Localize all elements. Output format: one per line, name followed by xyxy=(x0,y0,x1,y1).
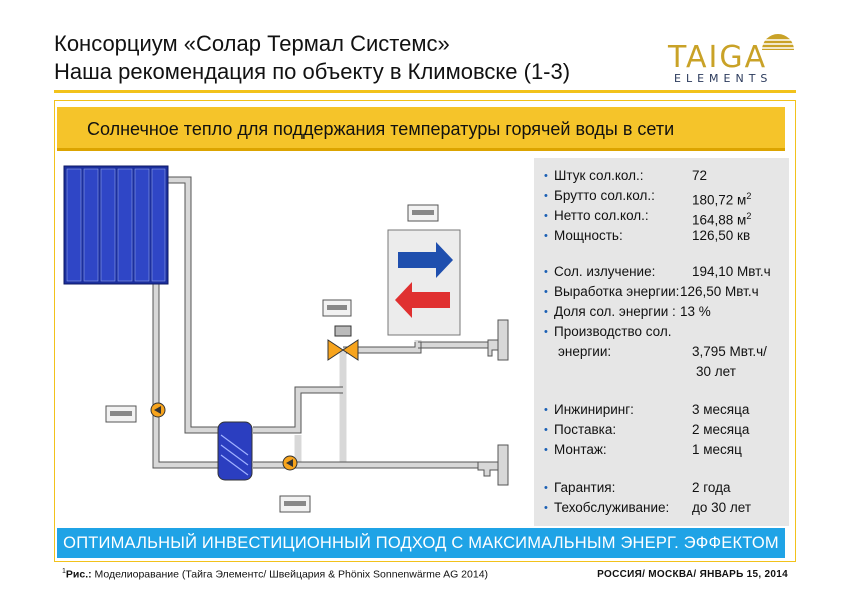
spec-label: Производство сол. xyxy=(554,324,672,339)
caption-text: Моделиоравание (Тайга Элементс/ Швейцари… xyxy=(91,568,489,581)
spec-row: • Брутто сол.кол.: 180,72 м2 xyxy=(544,186,785,208)
taps xyxy=(477,319,509,486)
spec-row: • Выработка энергии: 126,50 Мвт.ч xyxy=(544,282,785,302)
system-diagram xyxy=(63,165,509,513)
bullet-icon: • xyxy=(544,444,548,456)
logo-name: TAIGA xyxy=(668,40,768,75)
spec-row: • Гарантия: 2 года xyxy=(544,478,785,498)
spec-value: 3,795 Мвт.ч/ xyxy=(692,344,767,359)
dateline: РОССИЯ/ МОСКВА/ ЯНВАРЬ 15, 2014 xyxy=(597,569,788,580)
bullet-icon: • xyxy=(544,482,548,494)
bullet-icon: • xyxy=(544,306,548,318)
spec-row: • Доля сол. энергии : 13 % xyxy=(544,302,785,322)
spec-value-text: 164,88 м xyxy=(692,212,747,228)
caption-figure-label: Рис.: xyxy=(65,568,92,581)
spec-value: 13 % xyxy=(680,304,711,319)
spec-row: • Техобслуживание: до 30 лет xyxy=(544,498,785,518)
spec-label: Поставка: xyxy=(554,422,617,437)
bullet-icon: • xyxy=(544,404,548,416)
bullet-icon: • xyxy=(544,424,548,436)
spec-value: 3 месяца xyxy=(692,402,750,417)
bullet-icon: • xyxy=(544,210,548,222)
content-frame xyxy=(54,100,796,562)
taiga-logo: TAIGA ELEMENTS xyxy=(668,20,798,90)
unit-superscript: 2 xyxy=(746,211,752,221)
spec-value: 180,72 м2 xyxy=(692,186,751,211)
sun-icon xyxy=(762,34,794,50)
controller-displays xyxy=(110,210,434,506)
spec-row: • Нетто сол.кол.: 164,88 м2 xyxy=(544,206,785,228)
pump-bottom xyxy=(282,455,298,471)
unit-superscript: 2 xyxy=(746,191,752,201)
spec-row: • Инжиниринг: 3 месяца xyxy=(544,400,785,420)
bullet-icon: • xyxy=(544,170,548,182)
spec-label: Штук сол.кол.: xyxy=(554,168,644,183)
spec-label: Техобслуживание: xyxy=(554,500,670,515)
spec-value: 2 года xyxy=(692,480,731,495)
spec-value: 72 xyxy=(692,168,708,183)
spec-value: 1 месяц xyxy=(692,442,742,457)
spec-row: • Сол. излучение: 194,10 Мвт.ч xyxy=(544,262,785,282)
logo-sub: ELEMENTS xyxy=(674,72,773,85)
figure-caption: 1Рис.: Моделиоравание (Тайга Элементс/ Ш… xyxy=(62,568,488,581)
title-line-1: Консорциум «Солар Термал Системс» xyxy=(54,31,450,56)
spec-label: Гарантия: xyxy=(554,480,616,495)
spec-row: • Производство сол. xyxy=(544,322,785,342)
storage-tank xyxy=(217,421,253,481)
spec-row: 30 лет xyxy=(544,362,785,382)
footer-banner: ОПТИМАЛЬНЫЙ ИНВЕСТИЦИОННЫЙ ПОДХОД С МАКС… xyxy=(57,528,785,558)
bullet-icon: • xyxy=(544,266,548,278)
spec-label: Мощность: xyxy=(554,228,623,243)
bullet-icon: • xyxy=(544,326,548,338)
spec-label: Инжиниринг: xyxy=(554,402,634,417)
spec-row: • Штук сол.кол.: 72 xyxy=(544,166,785,186)
bullet-icon: • xyxy=(544,230,548,242)
banner: Солнечное тепло для поддержания температ… xyxy=(57,107,785,151)
mixing-valve xyxy=(327,325,359,361)
spec-label: Доля сол. энергии : xyxy=(554,304,676,319)
spec-row: • Монтаж: 1 месяц xyxy=(544,440,785,460)
spec-value: 30 лет xyxy=(696,364,736,379)
solar-collector xyxy=(63,165,169,285)
spec-value: до 30 лет xyxy=(692,500,752,515)
pipes xyxy=(152,176,488,469)
spec-value-text: 180,72 м xyxy=(692,192,747,208)
bullet-icon: • xyxy=(544,190,548,202)
spec-label: Сол. излучение: xyxy=(554,264,656,279)
spec-row: энергии: 3,795 Мвт.ч/ xyxy=(544,342,785,362)
pump-left xyxy=(150,402,166,418)
spec-label: Выработка энергии: xyxy=(554,284,680,299)
spec-label: Монтаж: xyxy=(554,442,607,457)
spec-row: • Мощность: 126,50 кв xyxy=(544,226,785,246)
spec-value: 164,88 м2 xyxy=(692,206,751,231)
spec-value: 126,50 кв xyxy=(692,228,751,243)
title-line-2: Наша рекомендация по объекту в Климовске… xyxy=(54,59,571,84)
spec-value: 2 месяца xyxy=(692,422,750,437)
spec-value: 126,50 Мвт.ч xyxy=(680,284,759,299)
spec-label: энергии: xyxy=(558,344,612,359)
bullet-icon: • xyxy=(544,286,548,298)
header-rule xyxy=(54,90,796,93)
spec-label: Нетто сол.кол.: xyxy=(554,208,649,223)
caption-superscript: 1 xyxy=(62,568,66,575)
spec-row: • Поставка: 2 месяца xyxy=(544,420,785,440)
specs-panel: • Штук сол.кол.: 72 • Брутто сол.кол.: 1… xyxy=(534,158,789,526)
page-title: Консорциум «Солар Термал Системс» Наша р… xyxy=(54,30,570,86)
bullet-icon: • xyxy=(544,502,548,514)
spec-label: Брутто сол.кол.: xyxy=(554,188,655,203)
spec-value: 194,10 Мвт.ч xyxy=(692,264,771,279)
heat-exchanger xyxy=(387,229,461,336)
